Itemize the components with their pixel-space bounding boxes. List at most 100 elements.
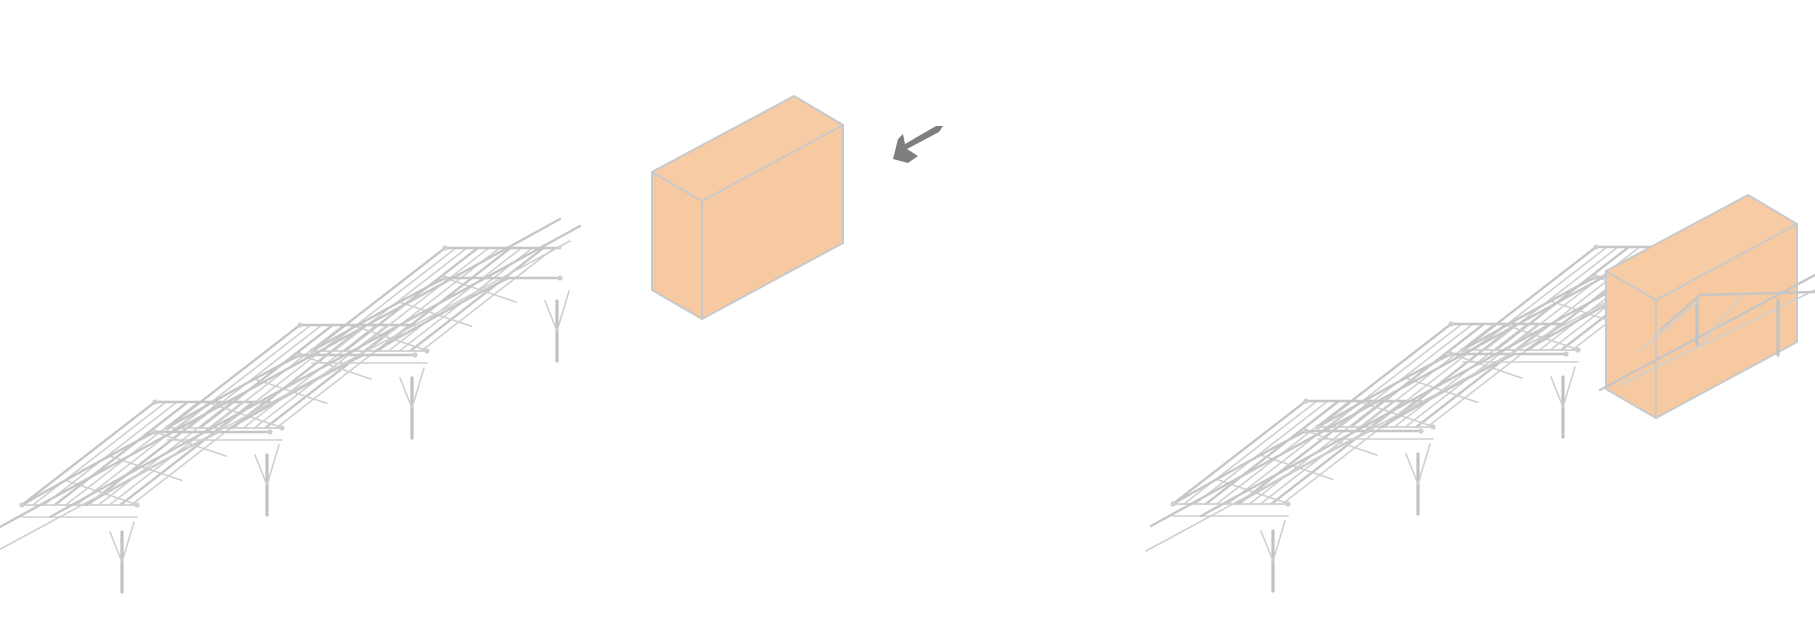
- roof-frame-structure-before: [0, 217, 582, 594]
- joint-node: [1430, 424, 1436, 430]
- joint-node: [309, 348, 315, 354]
- joint-node: [424, 348, 430, 354]
- ridge-beam-overlay: [1698, 290, 1815, 297]
- rafter: [409, 246, 545, 353]
- rafter: [264, 323, 400, 430]
- post-brace: [109, 531, 123, 563]
- arch-member: [1316, 352, 1453, 429]
- rafter: [1415, 322, 1551, 429]
- rafter: [177, 324, 312, 429]
- post-brace: [266, 444, 280, 486]
- joint-node: [1285, 501, 1291, 507]
- rafter: [333, 247, 468, 352]
- joint-node: [557, 275, 563, 281]
- roof-frame-structure-after: [1145, 216, 1733, 593]
- post-brace: [1272, 520, 1286, 562]
- brace: [355, 325, 429, 352]
- joint-node: [1593, 244, 1599, 250]
- joint-node: [412, 352, 418, 358]
- rafter: [1171, 399, 1308, 506]
- joint-node: [279, 425, 285, 431]
- rafter: [310, 246, 447, 353]
- arch-member: [310, 276, 447, 353]
- joint-node: [152, 399, 158, 405]
- rafter: [322, 247, 457, 352]
- arch-member: [374, 276, 510, 353]
- arch-member: [1380, 352, 1516, 429]
- post-brace: [1405, 453, 1419, 485]
- volume-block-after: [1605, 194, 1798, 419]
- rafter: [119, 400, 255, 507]
- joint-node: [297, 352, 303, 358]
- rafter: [1270, 399, 1406, 506]
- main-beam: [48, 224, 582, 519]
- joint-node: [164, 425, 170, 431]
- main-beam: [0, 240, 571, 551]
- joint-node: [1460, 347, 1466, 353]
- rafter: [1204, 399, 1340, 506]
- block-top-face: [651, 95, 844, 202]
- rafter: [1316, 322, 1453, 429]
- arch-member: [20, 430, 157, 507]
- joint-node: [1448, 351, 1454, 357]
- panel-before: [0, 95, 943, 594]
- rafter: [32, 401, 167, 506]
- frame-segment: [1170, 398, 1424, 517]
- rafter: [20, 400, 157, 507]
- joint-node: [267, 429, 273, 435]
- joint-node: [1575, 347, 1581, 353]
- arch-member: [1461, 275, 1598, 352]
- panel-after: [1145, 194, 1815, 593]
- rafter: [1328, 323, 1463, 428]
- brace: [1506, 324, 1580, 351]
- joint-node: [1563, 351, 1569, 357]
- joint-node: [134, 502, 140, 508]
- post-brace: [254, 454, 268, 486]
- post-brace: [1417, 443, 1431, 485]
- post-brace: [544, 300, 558, 332]
- post-brace: [1562, 366, 1576, 408]
- joint-node: [442, 275, 448, 281]
- main-beam-overlay: [1598, 273, 1815, 392]
- joint-node: [1303, 428, 1309, 434]
- main-beam-overlay: [1619, 289, 1815, 386]
- brace-overlay: [1639, 299, 1701, 351]
- block-top-face: [1605, 194, 1798, 301]
- arrow-down-left-shape: [893, 126, 943, 163]
- rafter: [1183, 400, 1318, 505]
- arch-member: [1171, 429, 1308, 506]
- rafter: [198, 323, 334, 430]
- rafter: [1461, 245, 1598, 352]
- joint-node: [19, 502, 25, 508]
- joint-node: [442, 245, 448, 251]
- post-brace: [399, 377, 413, 409]
- rafter: [165, 323, 302, 430]
- post-brace: [1260, 530, 1274, 562]
- frame-segment: [1315, 321, 1569, 440]
- volume-block-before: [651, 95, 844, 320]
- joint-node: [1303, 398, 1309, 404]
- rafter: [1194, 400, 1329, 505]
- joint-node: [1593, 274, 1599, 280]
- rafter: [1473, 246, 1608, 351]
- rafter: [1484, 246, 1619, 351]
- rafter: [420, 247, 556, 352]
- post-brace: [1550, 376, 1564, 408]
- joint-node: [1315, 424, 1321, 430]
- post-brace: [411, 367, 425, 409]
- joint-node: [152, 429, 158, 435]
- arrow-down-left-icon: [893, 126, 943, 163]
- rafter: [53, 400, 189, 507]
- rafter: [75, 401, 211, 506]
- arch-member-overlay: [1658, 293, 1702, 332]
- main-beam: [0, 217, 562, 529]
- post-brace: [556, 290, 570, 332]
- rafter: [43, 401, 178, 506]
- joint-node: [1448, 321, 1454, 327]
- frame-segment: [309, 245, 563, 364]
- joint-node: [297, 322, 303, 328]
- brace-overlay: [1699, 297, 1741, 346]
- rafter: [387, 247, 523, 352]
- post-brace: [121, 521, 135, 563]
